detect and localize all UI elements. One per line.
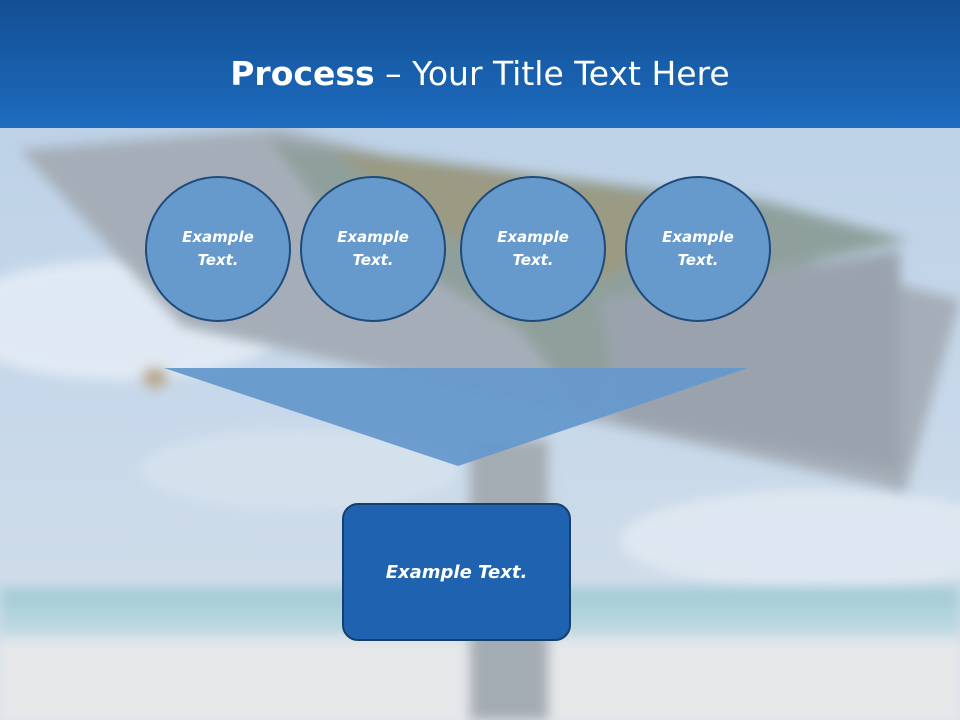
result-label: Example Text. [385, 561, 528, 583]
step-label-line1: Example [662, 228, 734, 246]
step-label-line2: Text. [197, 251, 239, 269]
title-bar [0, 0, 960, 128]
process-step-circle-1: Example Text. [145, 176, 291, 322]
result-box: Example Text. [342, 503, 571, 641]
process-step-circle-3: Example Text. [460, 176, 606, 322]
step-label-line2: Text. [352, 251, 394, 269]
process-step-circle-4: Example Text. [625, 176, 771, 322]
funnel-arrow [164, 368, 748, 466]
title-rest: – Your Title Text Here [374, 54, 730, 93]
title-keyword: Process [230, 54, 375, 93]
slide-title: Process – Your Title Text Here [0, 52, 960, 96]
step-label-line1: Example [337, 228, 409, 246]
step-label-line1: Example [497, 228, 569, 246]
step-label-line2: Text. [512, 251, 554, 269]
step-label-line2: Text. [677, 251, 719, 269]
step-label-line1: Example [182, 228, 254, 246]
process-step-circle-2: Example Text. [300, 176, 446, 322]
